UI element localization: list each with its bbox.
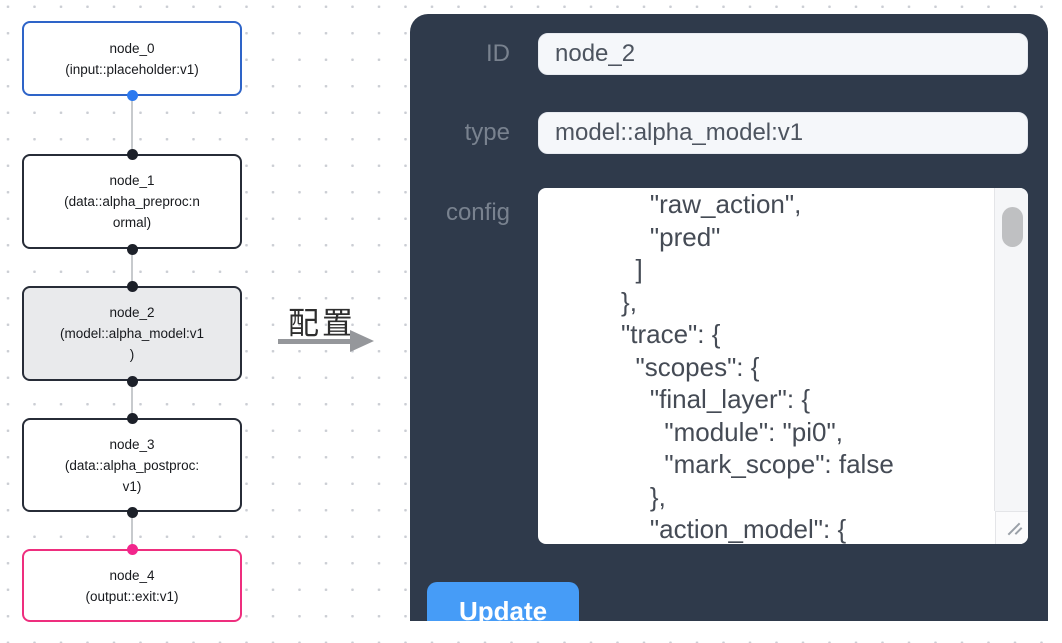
port-node_3-output[interactable]: [126, 506, 138, 518]
node-label: node_0 (input::placeholder:v1): [65, 40, 199, 77]
port-node_2-output[interactable]: [126, 375, 138, 387]
port-node_1-input[interactable]: [126, 148, 138, 160]
type-input[interactable]: [538, 112, 1028, 154]
port-node_2-input[interactable]: [126, 280, 138, 292]
config-scrollbar-corner: [995, 511, 1028, 544]
node-label: node_2 (model::alpha_model:v1 ): [59, 305, 205, 362]
node-label: node_1 (data::alpha_preproc:n ormal): [64, 173, 200, 230]
type-field-label: type: [464, 119, 510, 146]
node-label: node_3 (data::alpha_postproc: v1): [64, 436, 200, 494]
config-scrollbar-thumb[interactable]: [1002, 207, 1023, 247]
edge-node_0-node_1: [131, 96, 133, 154]
config-transition-label: 配置: [288, 306, 356, 341]
graph-node-node_2-selected[interactable]: node_2 (model::alpha_model:v1 ): [22, 286, 242, 381]
port-node_3-input[interactable]: [126, 412, 138, 424]
edge-node_2-node_3: [131, 381, 133, 418]
config-json-text[interactable]: "raw_action", "pred" ] }, "trace": { "sc…: [621, 189, 894, 544]
port-node_0-output[interactable]: [126, 90, 138, 101]
config-scrollbar-track[interactable]: [994, 188, 1028, 511]
graph-node-node_3[interactable]: node_3 (data::alpha_postproc: v1): [22, 418, 242, 512]
graph-node-node_1[interactable]: node_1 (data::alpha_preproc:n ormal): [22, 154, 242, 249]
id-field-label: ID: [486, 40, 510, 67]
id-input[interactable]: [538, 33, 1028, 75]
graph-node-node_0[interactable]: node_0 (input::placeholder:v1): [22, 21, 242, 96]
config-field-label: config: [445, 199, 510, 226]
edge-node_3-node_4: [131, 512, 133, 549]
config-textarea[interactable]: "raw_action", "pred" ] }, "trace": { "sc…: [538, 188, 1028, 544]
node-label: node_4 (output::exit:v1): [85, 567, 179, 604]
port-node_4-input[interactable]: [126, 543, 138, 555]
port-node_1-output[interactable]: [126, 243, 138, 255]
resize-grip-icon[interactable]: [1005, 519, 1025, 537]
update-button[interactable]: Update: [427, 582, 579, 621]
graph-node-node_4[interactable]: node_4 (output::exit:v1): [22, 549, 242, 622]
node-config-panel: ID type config "raw_action", "pred" ] },…: [410, 14, 1048, 621]
edge-node_1-node_2: [131, 249, 133, 286]
right-arrow-head-icon: [350, 330, 374, 352]
right-arrow-icon: [278, 339, 352, 344]
